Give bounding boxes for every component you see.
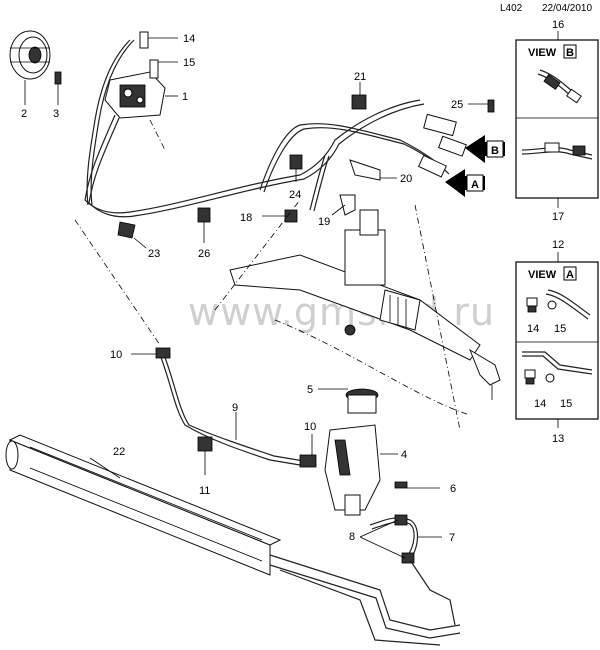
- callout-26: 26: [198, 248, 210, 260]
- callout-11: 11: [199, 485, 210, 497]
- callout-20: 20: [400, 173, 412, 185]
- callout-5: 5: [307, 384, 313, 396]
- view-a-number-bottom: 13: [552, 433, 564, 445]
- view-a-number-top: 12: [552, 239, 564, 251]
- view-b-number-bottom: 17: [552, 211, 564, 223]
- callout-18: 18: [240, 212, 252, 224]
- steering-pump: [104, 31, 166, 119]
- diagram-code: L402: [500, 3, 523, 14]
- callout-23: 23: [148, 248, 160, 260]
- view-a-sub-14-a: 14: [527, 323, 539, 335]
- callout-3: 3: [53, 108, 59, 120]
- callout-22: 22: [113, 446, 125, 458]
- arrow-b: B: [465, 135, 505, 163]
- view-a-sub-15-b: 15: [560, 398, 572, 410]
- view-b-title: VIEW: [528, 47, 557, 59]
- svg-text:B: B: [491, 145, 499, 157]
- bolt-3: [54, 71, 62, 105]
- callout-7: 7: [449, 532, 455, 544]
- callout-25: 25: [451, 99, 463, 111]
- view-b-panel: [515, 39, 599, 199]
- callout-19: 19: [318, 216, 330, 228]
- view-b-letter: B: [566, 47, 574, 59]
- svg-text:A: A: [471, 179, 479, 191]
- callout-2: 2: [21, 108, 27, 120]
- view-b-number-top: 16: [552, 19, 564, 31]
- callout-10-a: 10: [110, 349, 122, 361]
- callout-21: 21: [354, 71, 366, 83]
- callout-10-b: 10: [304, 421, 316, 433]
- callout-24: 24: [289, 189, 301, 201]
- callout-14: 14: [183, 33, 195, 45]
- reservoir: [324, 388, 381, 516]
- callout-8: 8: [349, 531, 355, 543]
- diagram-date: 22/04/2010: [542, 3, 593, 14]
- arrow-a: A: [445, 169, 485, 197]
- pulley: [9, 30, 51, 80]
- view-a-sub-15-a: 15: [554, 323, 566, 335]
- callout-9: 9: [232, 402, 238, 414]
- callout-15: 15: [183, 57, 195, 69]
- steering-rack: [229, 209, 501, 400]
- callout-4: 4: [401, 449, 407, 461]
- view-a-panel: [515, 261, 599, 420]
- view-a-title: VIEW: [528, 269, 557, 281]
- callout-6: 6: [450, 483, 456, 495]
- oil-cooler: [5, 434, 282, 576]
- view-a-letter: A: [566, 269, 574, 281]
- view-a-sub-14-b: 14: [534, 398, 546, 410]
- callout-1: 1: [182, 91, 188, 103]
